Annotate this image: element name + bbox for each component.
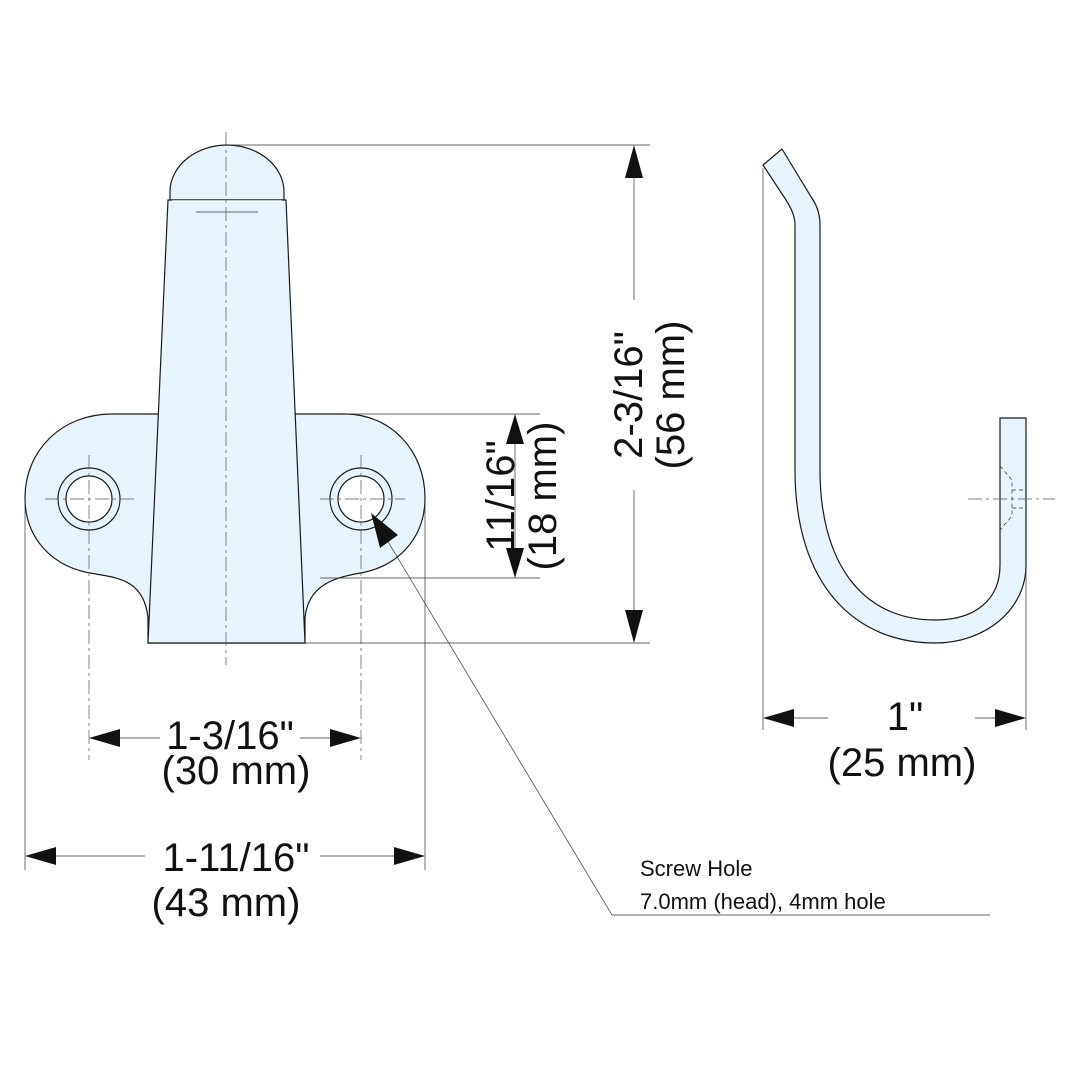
dim-height-base-metric: (18 mm)	[521, 422, 565, 571]
dim-hook-depth-metric: (25 mm)	[828, 741, 977, 785]
dim-hole-spacing: 1-3/16" (30 mm)	[89, 714, 361, 793]
dim-base-width-metric: (43 mm)	[152, 881, 301, 925]
callout-title: Screw Hole	[640, 856, 752, 881]
hook-profile	[762, 148, 1027, 644]
dim-base-width-imperial: 1-11/16"	[163, 836, 310, 880]
stem	[147, 199, 306, 644]
front-view	[24, 132, 426, 760]
dim-hook-depth-imperial: 1"	[887, 695, 923, 739]
dim-height-total: 2-3/16" (56 mm)	[607, 145, 693, 643]
dim-height-total-metric: (56 mm)	[649, 321, 693, 470]
stem-top	[169, 144, 285, 201]
dim-hole-spacing-imperial: 1-3/16"	[166, 714, 294, 758]
side-view	[762, 148, 1055, 644]
dim-hook-depth: 1" (25 mm)	[763, 695, 1026, 785]
callout-detail: 7.0mm (head), 4mm hole	[640, 889, 886, 914]
dim-height-total-imperial: 2-3/16"	[607, 331, 651, 459]
extension-lines	[24, 144, 650, 870]
screw-hole-callout: Screw Hole 7.0mm (head), 4mm hole	[371, 513, 990, 916]
dim-base-width: 1-11/16" (43 mm)	[25, 836, 425, 925]
dim-height-base-imperial: 11/16"	[479, 440, 523, 551]
dim-height-base: 11/16" (18 mm)	[479, 414, 565, 578]
dim-hole-spacing-metric: (30 mm)	[162, 749, 311, 793]
